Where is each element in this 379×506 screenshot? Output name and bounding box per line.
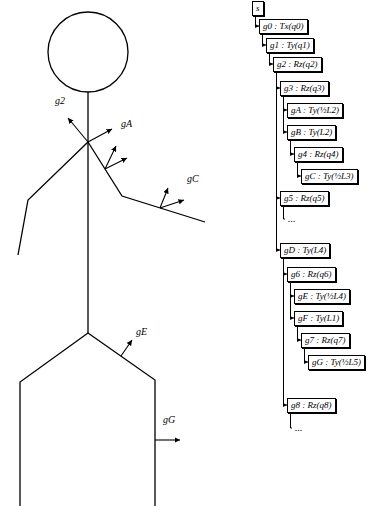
frame-axis xyxy=(105,158,127,169)
ellipsis-leader xyxy=(284,206,286,220)
node-text: g2 : Rz(q2) xyxy=(277,59,318,69)
ellipsis-label: ... xyxy=(294,422,304,434)
frame-box: g8 : Rz(q8) xyxy=(287,398,336,413)
tree-connector xyxy=(277,72,281,251)
frame-box: s xyxy=(252,1,264,16)
node-text: g1 : Ty(q1) xyxy=(270,40,310,50)
node-text: g5 : Rz(q5) xyxy=(284,193,325,203)
frame-box: g6 : Rz(q6) xyxy=(287,267,336,282)
node-text: g6 : Rz(q6) xyxy=(291,269,332,279)
frame-box: gC : Ty(½L3) xyxy=(301,169,358,184)
frame-box: g3 : Rz(q3) xyxy=(280,81,329,96)
frame-box: g4 : Rz(q4) xyxy=(294,147,343,162)
ellipsis-leader xyxy=(291,413,293,429)
node-text: gB : Ty(L2) xyxy=(291,127,332,137)
frame-label: gE xyxy=(135,326,148,338)
node-text: gC : Ty(½L3) xyxy=(305,171,354,181)
frame-box: gD : Ty(L4) xyxy=(280,243,330,258)
right-arm xyxy=(88,142,205,222)
node-text: g3 : Rz(q3) xyxy=(284,83,325,93)
frame-label: gG xyxy=(162,414,176,426)
legs xyxy=(20,333,155,506)
frame-box: g1 : Ty(q1) xyxy=(266,38,314,53)
frame-label: gA xyxy=(120,118,133,130)
frame-box: gF : Ty(L1) xyxy=(294,311,343,326)
frame-box: g2 : Rz(q2) xyxy=(273,57,322,72)
ellipsis-label: ... xyxy=(287,213,297,225)
frame-label: g2 xyxy=(54,95,66,107)
frame-box: gB : Ty(L2) xyxy=(287,125,336,140)
frame-axis xyxy=(68,118,88,142)
head-circle xyxy=(48,12,128,92)
node-text: g7 : Rz(q7) xyxy=(305,335,346,345)
frame-box: gG : Ty(½L5) xyxy=(308,355,365,370)
frame-label: gC xyxy=(186,173,200,185)
node-text: g4 : Rz(q4) xyxy=(298,149,339,159)
node-text: gD : Ty(L4) xyxy=(284,245,326,255)
frame-box: g7 : Rz(q7) xyxy=(301,333,350,348)
frame-axis xyxy=(88,129,112,142)
frame-box: gE : Ty(½L4) xyxy=(294,289,350,304)
left-arm xyxy=(18,142,88,255)
frame-box: g5 : Rz(q5) xyxy=(280,191,329,206)
frame-axis xyxy=(160,200,184,208)
node-text: g8 : Rz(q8) xyxy=(291,400,332,410)
frame-axis xyxy=(155,439,180,440)
node-text: gG : Ty(½L5) xyxy=(312,357,361,367)
node-text: g0 : Tx(q0) xyxy=(263,21,304,31)
node-text: gE : Ty(½L4) xyxy=(298,291,346,301)
frame-axis xyxy=(105,146,116,169)
frame-box: g0 : Tx(q0) xyxy=(259,19,308,34)
node-text: gA : Ty(½L2) xyxy=(291,105,339,115)
frame-axis xyxy=(121,340,132,356)
frame-axis xyxy=(160,188,168,208)
node-text: s xyxy=(256,3,260,13)
node-text: gF : Ty(L1) xyxy=(298,313,339,323)
frame-box: gA : Ty(½L2) xyxy=(287,103,343,118)
torso-line xyxy=(87,92,88,333)
